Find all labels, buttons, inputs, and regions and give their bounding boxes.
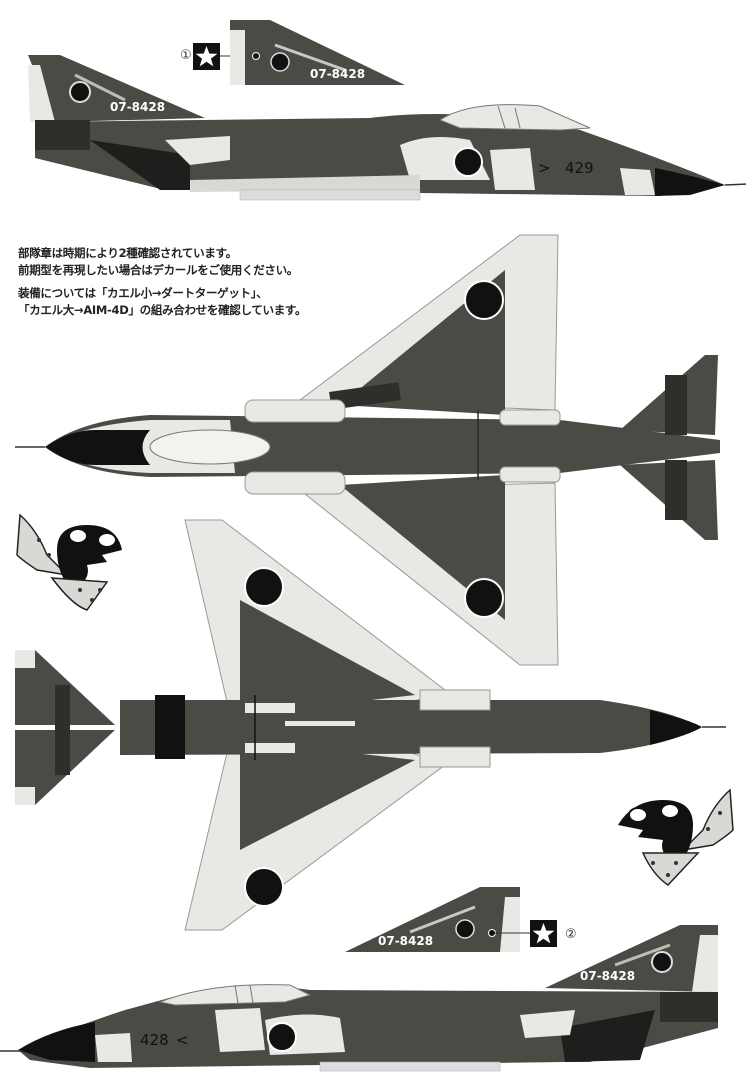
- hinomaru: [453, 147, 483, 177]
- aircraft-top-view: [15, 234, 720, 666]
- note-line: 部隊章は時期により2種確認されています。: [18, 246, 237, 260]
- nose-number: 428: [140, 1031, 169, 1049]
- callout-number-1: ①: [180, 48, 192, 63]
- note-equipment: 装備については「カエル小→ダートターゲット」、 「カエル大→AIM-4D」の組み…: [18, 285, 306, 319]
- fin-inset-1: ① 07-8428: [180, 20, 405, 85]
- note-line: 装備については「カエル小→ダートターゲット」、: [18, 286, 268, 300]
- aircraft-bottom-view: [15, 519, 726, 931]
- chevron-mark: >: [538, 159, 551, 177]
- hinomaru: [464, 578, 504, 618]
- frog-emblem-left: [16, 513, 122, 611]
- hinomaru: [464, 280, 504, 320]
- star-icon: [195, 46, 218, 67]
- scarf-tail: [16, 513, 70, 577]
- hinomaru: [244, 867, 284, 907]
- aircraft-right-side-view: 07-8428 428 <: [0, 925, 718, 1072]
- tail-serial: 07-8428: [110, 100, 165, 114]
- star-icon: [532, 923, 555, 944]
- frog-emblem-small: [455, 919, 475, 939]
- scarf-tail: [680, 788, 734, 852]
- tail-serial: 07-8428: [580, 969, 635, 983]
- hinomaru: [244, 567, 284, 607]
- scarf: [641, 852, 700, 886]
- nose-number: 429: [565, 159, 594, 177]
- fin-inset-2: 07-8428 ②: [345, 887, 577, 952]
- note-line: 前期型を再現したい場合はデカールをご使用ください。: [18, 263, 298, 277]
- hinomaru: [267, 1022, 297, 1052]
- frog-emblem-small: [270, 52, 290, 72]
- scarf: [50, 577, 109, 611]
- note-unit-emblem: 部隊章は時期により2種確認されています。 前期型を再現したい場合はデカールをご使…: [18, 245, 306, 279]
- frog-emblem-right: [618, 788, 734, 886]
- callout-number-2: ②: [565, 927, 577, 942]
- notes-block: 部隊章は時期により2種確認されています。 前期型を再現したい場合はデカールをご使…: [18, 245, 306, 325]
- chevron-mark: <: [176, 1031, 189, 1049]
- fin-shape: [345, 887, 520, 952]
- tail-serial: 07-8428: [378, 934, 433, 948]
- aircraft-left-side-view: 07-8428 429 >: [28, 55, 746, 201]
- note-line: 「カエル大→AIM-4D」の組み合わせを確認しています。: [18, 303, 307, 317]
- tail-serial: 07-8428: [310, 67, 365, 81]
